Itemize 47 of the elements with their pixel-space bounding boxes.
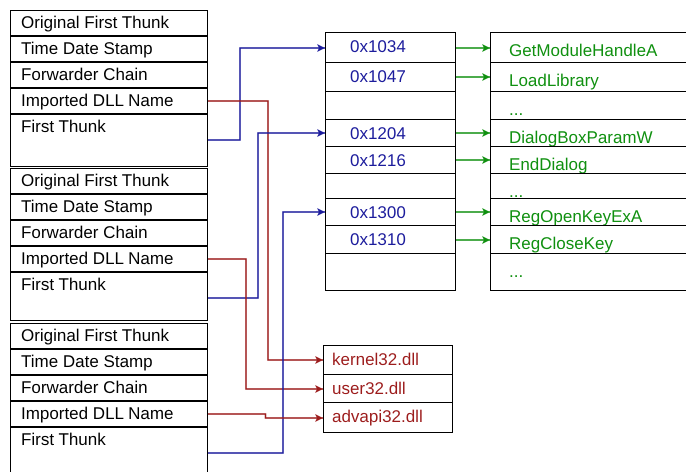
- address-entry: 0x1047: [325, 62, 456, 92]
- record-field: Forwarder Chain: [10, 220, 208, 246]
- arrow: [456, 73, 490, 81]
- import-descriptor-box: [10, 10, 208, 167]
- record-field: First Thunk: [10, 272, 208, 321]
- arrow: [208, 208, 325, 454]
- import-descriptor-box: [10, 168, 208, 321]
- arrow: [456, 129, 490, 137]
- record-field: First Thunk: [10, 114, 208, 167]
- arrow: [208, 258, 323, 393]
- arrow: [208, 129, 325, 299]
- dll-name-entry: user32.dll: [323, 374, 453, 403]
- empty-entry: [325, 173, 456, 199]
- address-entry: 0x1300: [325, 198, 456, 226]
- record-field: Time Date Stamp: [10, 36, 208, 62]
- dll-name-entry: advapi32.dll: [323, 402, 453, 433]
- function-name-entry: ...: [490, 253, 686, 291]
- arrow: [456, 236, 490, 244]
- empty-entry: [325, 91, 456, 120]
- record-field: Original First Thunk: [10, 168, 208, 194]
- arrow: [456, 208, 490, 216]
- record-field: Time Date Stamp: [10, 194, 208, 220]
- import-descriptor-box: [10, 323, 208, 472]
- thunk-table: [325, 32, 456, 290]
- empty-entry: [325, 253, 456, 291]
- address-entry: 0x1034: [325, 32, 456, 63]
- arrow: [208, 44, 325, 141]
- record-field: First Thunk: [10, 427, 208, 472]
- record-field: Forwarder Chain: [10, 62, 208, 88]
- address-entry: 0x1204: [325, 119, 456, 147]
- arrow: [208, 413, 323, 422]
- function-name-table: [490, 32, 686, 290]
- dll-name-entry: kernel32.dll: [323, 345, 453, 375]
- record-field: Original First Thunk: [10, 323, 208, 349]
- arrow: [456, 156, 490, 164]
- arrow: [456, 44, 490, 52]
- record-field: Imported DLL Name: [10, 401, 208, 427]
- record-field: Imported DLL Name: [10, 88, 208, 114]
- record-field: Original First Thunk: [10, 10, 208, 36]
- address-entry: 0x1216: [325, 146, 456, 174]
- address-entry: 0x1310: [325, 225, 456, 254]
- record-field: Time Date Stamp: [10, 349, 208, 375]
- function-name-entry: GetModuleHandleA: [490, 32, 686, 63]
- record-field: Imported DLL Name: [10, 246, 208, 272]
- dll-name-table: [323, 345, 453, 432]
- arrow: [208, 100, 323, 364]
- record-field: Forwarder Chain: [10, 375, 208, 401]
